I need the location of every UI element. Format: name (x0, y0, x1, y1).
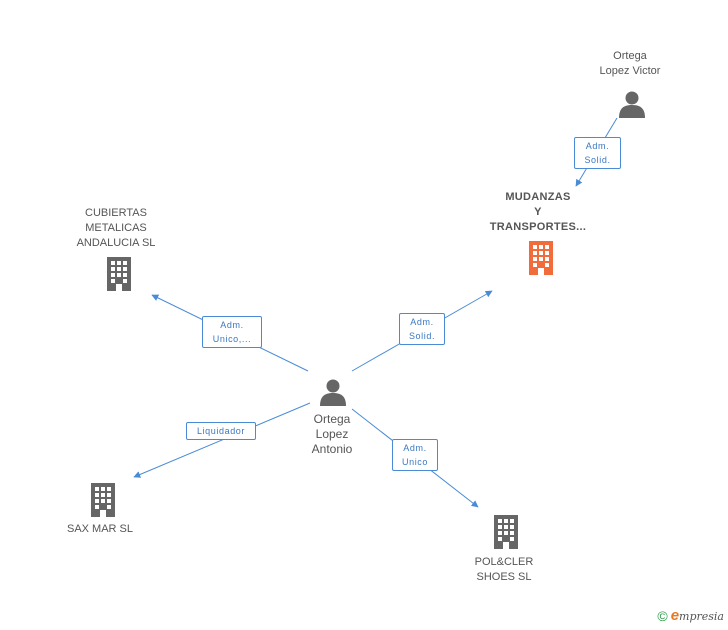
node-label-ortega-victor[interactable]: Ortega Lopez Victor (599, 50, 661, 77)
brand-logo-text: mpresia (679, 610, 724, 623)
person-icon[interactable] (320, 379, 346, 407)
building-icon[interactable] (107, 257, 131, 291)
edge-label-antonio-cubiertas: Adm. Unico,... (202, 316, 262, 348)
brand-logo-initial: e (670, 607, 680, 624)
building-icon[interactable] (91, 483, 115, 517)
person-icon[interactable] (619, 91, 645, 119)
node-label-polcler[interactable]: POL&CLER SHOES SL (474, 556, 534, 583)
edge-label-victor-mudanzas: Adm. Solid. (574, 137, 621, 169)
node-label-mudanzas[interactable]: MUDANZAS Y TRANSPORTES... (489, 191, 587, 233)
building-icon[interactable] (529, 241, 553, 275)
node-label-ortega-antonio[interactable]: Ortega Lopez Antonio (311, 412, 353, 456)
copyright-icon: © (657, 608, 668, 624)
building-icon[interactable] (494, 515, 518, 549)
node-label-cubiertas[interactable]: CUBIERTAS METALICAS ANDALUCIA SL (76, 207, 156, 249)
edge-antonio-saxmar (133, 402, 311, 478)
edge-label-antonio-mudanzas: Adm. Solid. (399, 313, 445, 345)
edge-label-antonio-polcler: Adm. Unico (392, 439, 438, 471)
footer-brand[interactable]: ©empresia (657, 607, 724, 624)
edge-label-antonio-saxmar: Liquidador (186, 422, 256, 440)
node-label-saxmar[interactable]: SAX MAR SL (66, 523, 134, 535)
